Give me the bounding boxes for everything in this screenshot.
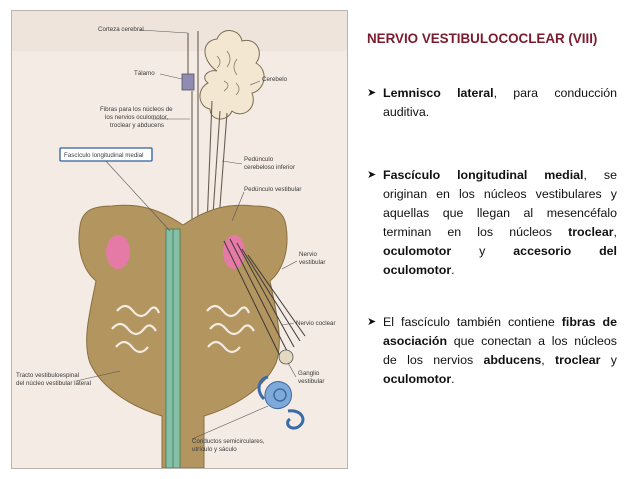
vestibular-ganglion — [278, 349, 294, 365]
label-fibras-1: Fibras para los núcleos de — [100, 106, 173, 113]
bullet-bold-term: troclear — [555, 353, 601, 367]
brainstem-section — [78, 204, 288, 468]
cerebellum-shape — [199, 30, 265, 120]
bullet-text-run: . — [451, 372, 455, 386]
label-tracto-2: del núcleo vestibular lateral — [16, 380, 91, 387]
bullet-text: Fascículo longitudinal medial, se origin… — [367, 166, 617, 280]
vestibular-pathway-figure: Corteza cerebral Tálamo Cerebelo Fibras … — [11, 10, 348, 469]
label-nervio-vest-1: Nervio — [299, 251, 317, 258]
label-ganglio-2: vestibular — [298, 378, 324, 385]
bullet-bold-term: oculomotor — [383, 244, 452, 258]
fasciculo-label-box — [59, 147, 153, 162]
arrow-bullet-icon: ➤ — [367, 169, 377, 181]
label-fibras-2: los nervios oculomotor, — [105, 114, 169, 121]
bullet-text-run: . — [451, 263, 455, 277]
bullet-item-lemnisco: ➤ Lemnisco lateral, para conducción audi… — [367, 84, 617, 122]
label-corteza: Corteza cerebral — [98, 26, 144, 33]
bullet-bold-term: Fascículo longitudinal medial — [383, 168, 584, 182]
label-cerebelo: Cerebelo — [262, 76, 288, 83]
bullet-text: El fascículo también contiene fibras de … — [367, 313, 617, 389]
vestibular-diagram: Corteza cerebral Tálamo Cerebelo Fibras … — [12, 11, 347, 468]
slide-title: NERVIO VESTIBULOCOCLEAR (VIII) — [367, 31, 598, 46]
label-ganglio-1: Ganglio — [298, 370, 320, 377]
bullet-text-run: , — [541, 353, 556, 367]
label-ped-vest: Pedúnculo vestibular — [244, 186, 301, 193]
bullet-bold-term: troclear — [568, 225, 614, 239]
leader-lines — [75, 29, 298, 440]
inner-ear — [257, 375, 305, 430]
bullet-bold-term: accesorio del oculomotor — [383, 244, 617, 277]
bullet-bold-term: Lemnisco lateral — [383, 86, 494, 100]
label-nervio-coclear: Nervio coclear — [296, 320, 336, 327]
bullet-bold-term: abducens — [483, 353, 542, 367]
label-conductos-2: utrículo y sáculo — [192, 446, 237, 453]
bullet-bold-term: fibras de asociación — [383, 315, 617, 348]
bullet-item-fasciculo: ➤ Fascículo longitudinal medial, se orig… — [367, 166, 617, 280]
nucleus-right — [223, 235, 245, 269]
thalamus-box — [181, 73, 195, 91]
nucleus-left — [106, 235, 130, 269]
bullet-text-run: El fascículo también contiene — [383, 315, 562, 329]
label-conductos-1: Conductos semicirculares, — [192, 438, 265, 445]
cortex-region — [12, 11, 347, 51]
label-talamo: Tálamo — [134, 70, 155, 77]
label-ped-inf-1: Pedúnculo — [244, 156, 274, 163]
bullet-bold-term: oculomotor — [383, 372, 452, 386]
bullet-text-run: , — [613, 225, 617, 239]
bullet-text-run: que conectan a los núcleos de los nervio… — [383, 334, 617, 367]
bullet-text-run: , para conducción auditiva. — [383, 86, 617, 119]
olivary-folds — [111, 304, 255, 354]
bullet-text: Lemnisco lateral, para conducción auditi… — [367, 84, 617, 122]
vestibular-nerve-fibers — [223, 238, 306, 357]
arrow-bullet-icon: ➤ — [367, 87, 377, 99]
label-ped-inf-2: cerebeloso inferior — [244, 164, 295, 171]
label-fasciculo: Fascículo longitudinal medial — [64, 152, 143, 159]
label-fibras-3: troclear y abducens — [110, 122, 164, 129]
bullet-text-run: , se originan en los núcleos vestibulare… — [383, 168, 617, 239]
bullet-text-run: y — [451, 244, 514, 258]
label-tracto-1: Tracto vestibuloespinal — [16, 372, 79, 379]
bullet-item-asociacion: ➤ El fascículo también contiene fibras d… — [367, 313, 617, 389]
arrow-bullet-icon: ➤ — [367, 316, 377, 328]
label-nervio-vest-2: vestibular — [299, 259, 325, 266]
bullet-text-run: y — [600, 353, 618, 367]
